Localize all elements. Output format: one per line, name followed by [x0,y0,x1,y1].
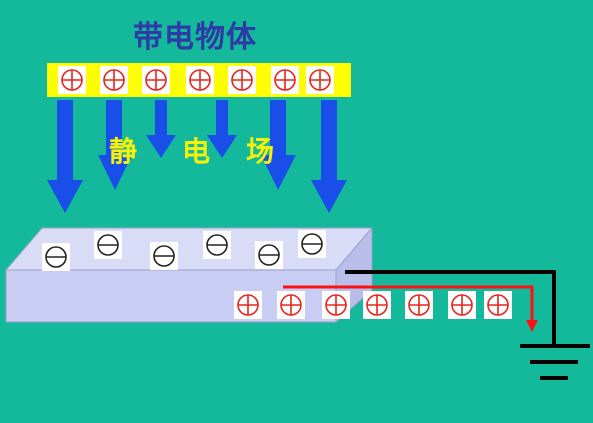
field-label-char: 场 [246,135,275,168]
ground-connection [345,270,590,380]
positive-charge-icon [228,66,256,94]
negative-charge-icon [150,242,178,270]
positive-charge-icon [405,291,433,319]
positive-charge-icon [363,291,391,319]
charge-flow-arrow [283,285,538,332]
negative-charge-icon [42,243,70,271]
positive-charge-icon [448,291,476,319]
positive-charge-icon [322,291,350,319]
positive-charge-icon [186,66,214,94]
field-arrow [261,100,296,190]
positive-charge-icon [271,66,299,94]
field-label-char: 静 [109,135,138,168]
field-arrow [47,100,83,213]
positive-charge-icon [306,66,334,94]
negative-charge-icon [298,230,326,258]
field-arrow [98,100,132,190]
positive-charge-icon [484,291,512,319]
field-arrow [311,100,347,213]
negative-charge-icon [94,231,122,259]
positive-charge-icon [58,66,86,94]
electric-field-arrows [47,100,347,213]
positive-charge-icon [277,291,305,319]
diagram-title: 带电物体 [133,20,257,55]
field-arrow [146,100,176,158]
field-arrow [207,100,237,158]
ground-wire [345,270,556,344]
negative-charge-icon [203,231,231,259]
field-label-char: 电 [182,135,211,168]
positive-charge-icon [100,66,128,94]
positive-charge-icon [234,291,262,319]
positive-charge-icon [142,66,170,94]
negative-charge-icon [255,241,283,269]
